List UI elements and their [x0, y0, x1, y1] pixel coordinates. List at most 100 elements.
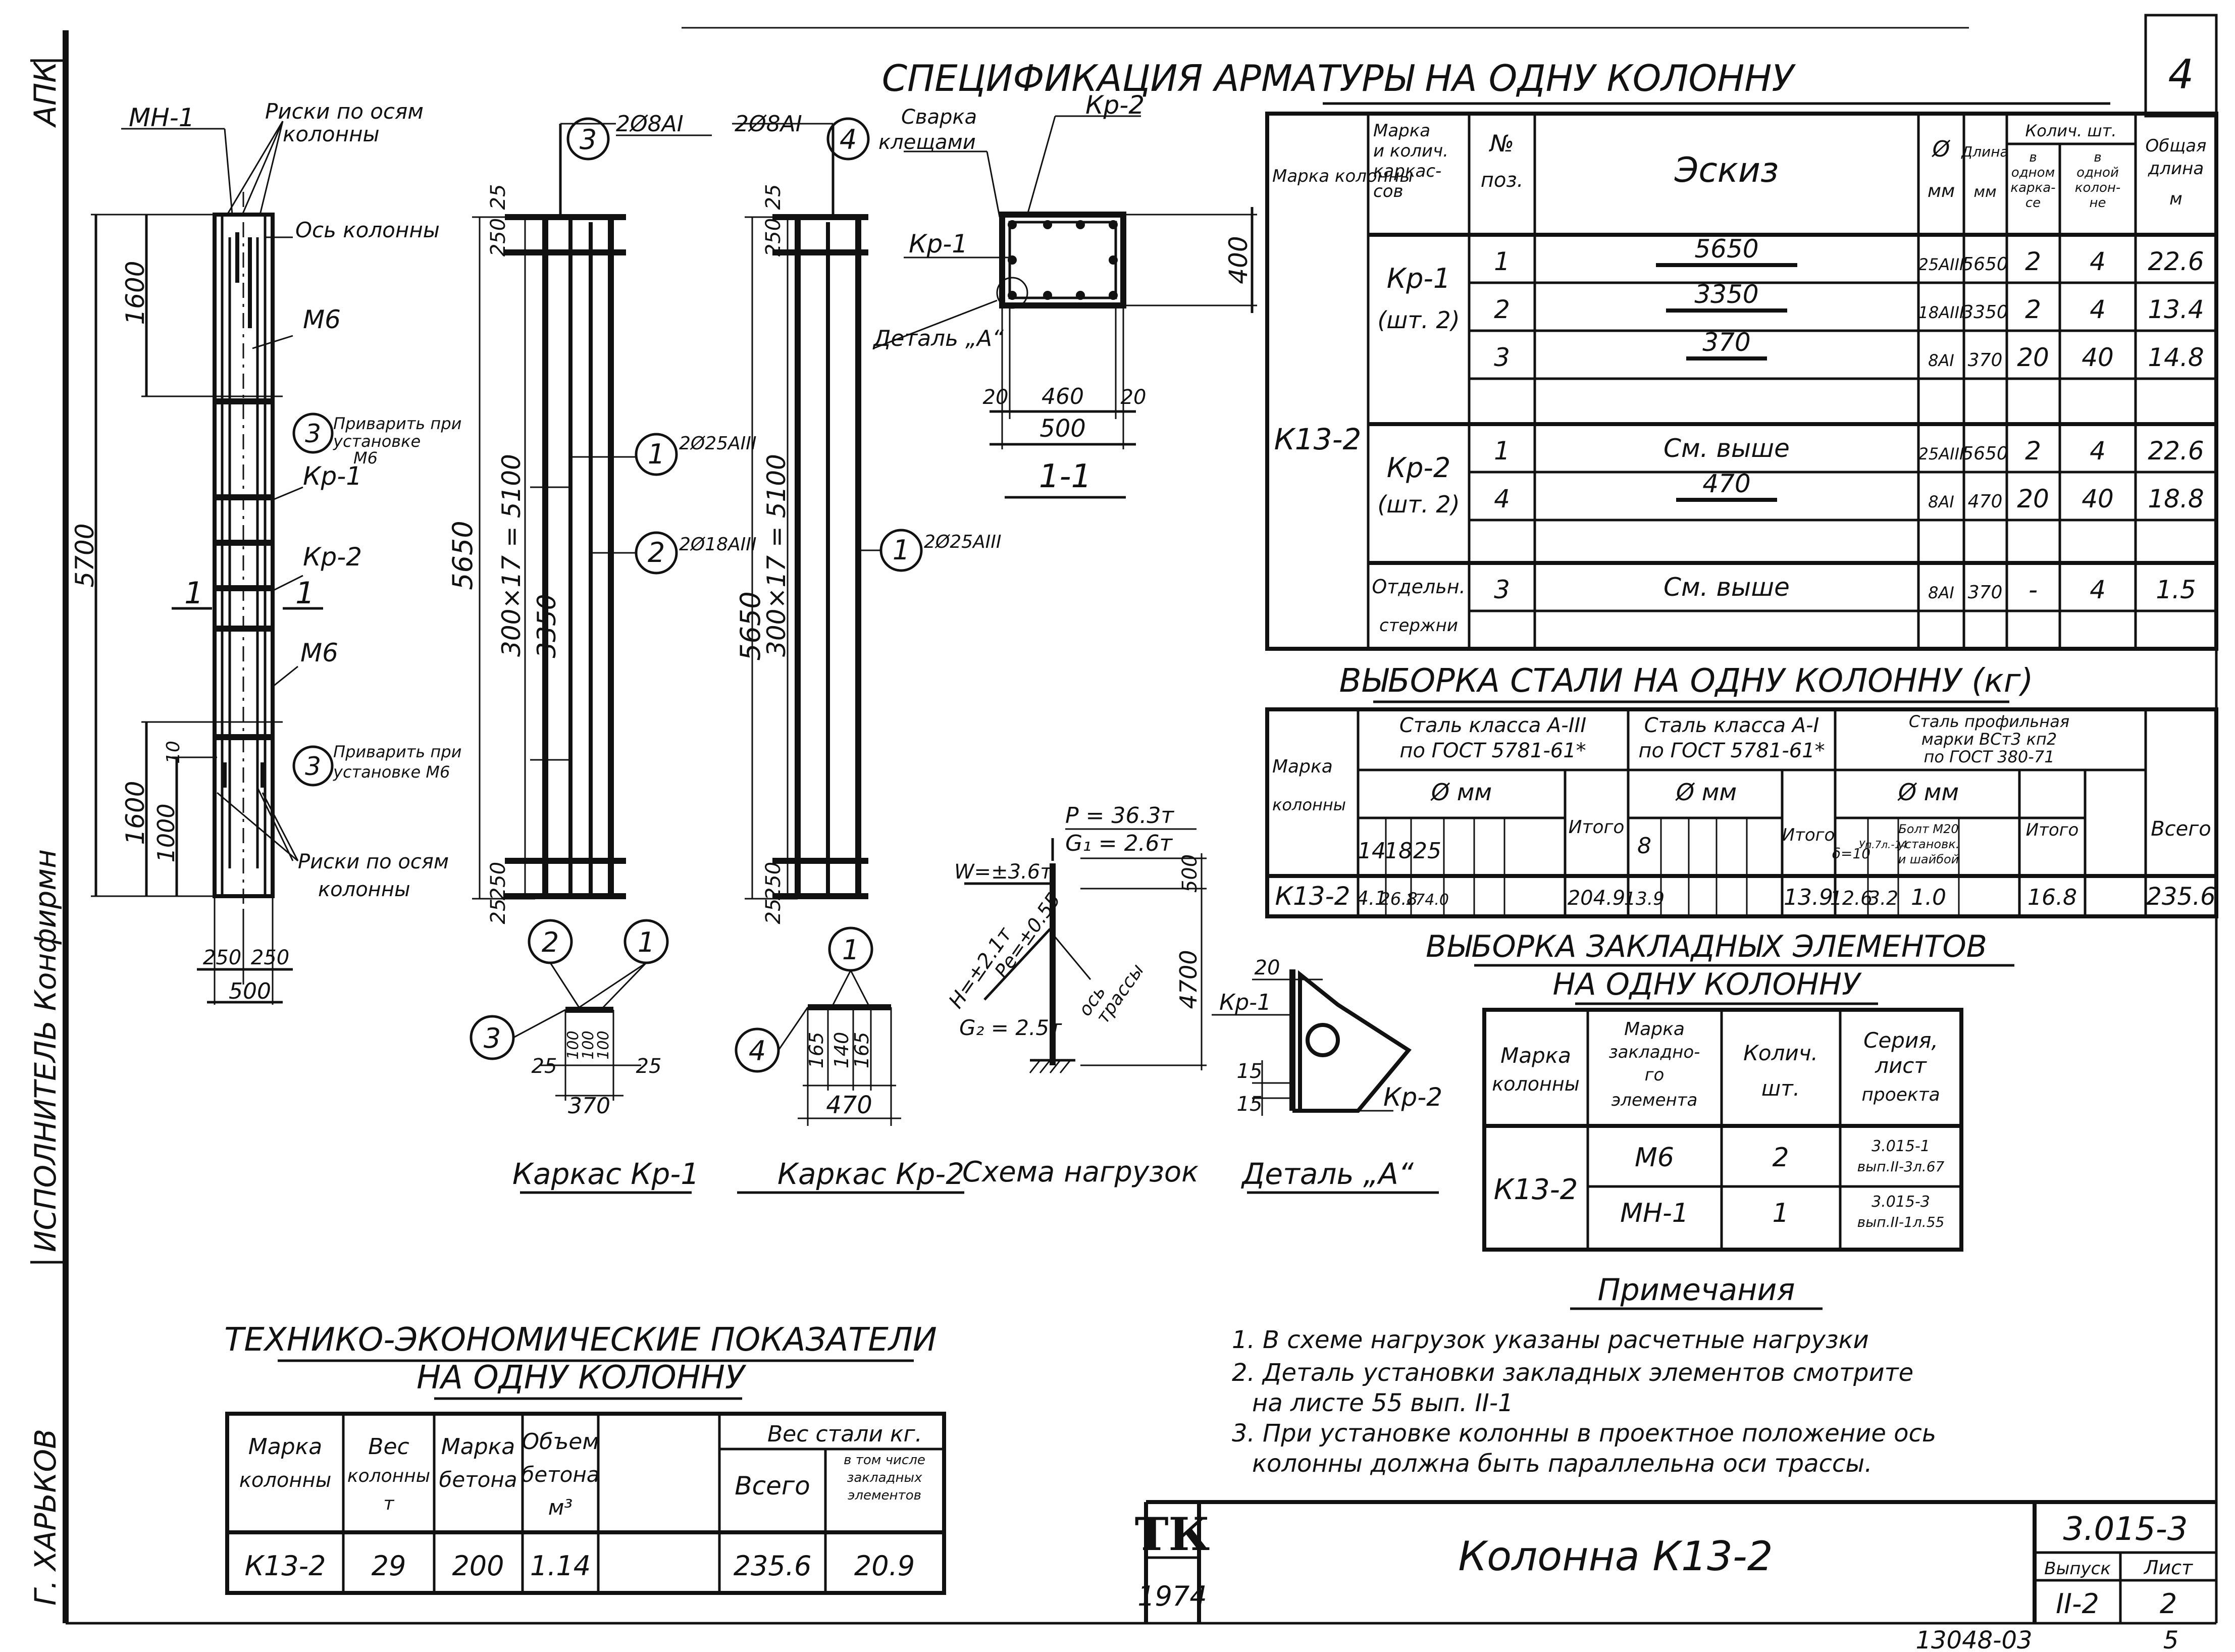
tep-header: Марка колонны Вес колонны т Марка бетона…	[239, 1421, 925, 1520]
svg-text:См. выше: См. выше	[1664, 573, 1790, 602]
svg-text:т: т	[384, 1493, 395, 1514]
svg-text:204.9: 204.9	[1568, 887, 1626, 910]
spec-groups: Кр-1 (шт. 2) Кр-2 (шт. 2) Отдельн. стерж…	[1372, 263, 1465, 636]
svg-text:460: 460	[1042, 384, 1084, 409]
svg-text:Итого: Итого	[2026, 820, 2079, 840]
svg-text:Ø мм: Ø мм	[1675, 779, 1737, 806]
svg-text:шт.: шт.	[1761, 1076, 1800, 1101]
svg-text:колонны: колонны	[347, 1466, 430, 1486]
svg-text:18: 18	[1384, 838, 1413, 864]
svg-text:на листе 55 вып. II-1: на листе 55 вып. II-1	[1252, 1389, 1514, 1417]
svg-text:25: 25	[762, 184, 785, 210]
svg-text:и колич.: и колич.	[1373, 141, 1448, 161]
svg-text:5700: 5700	[70, 523, 99, 587]
svg-text:100: 100	[580, 1030, 597, 1059]
svg-text:по ГОСТ 5781-61*: по ГОСТ 5781-61*	[1638, 739, 1825, 762]
svg-text:26.8: 26.8	[1379, 889, 1418, 909]
svg-text:2Ø25АIII: 2Ø25АIII	[924, 532, 1002, 552]
svg-text:174.0: 174.0	[1406, 891, 1449, 909]
frame-kr1-labels: 3 2Ø8АI 1 2Ø25АIII 2 2Ø18АIII 25 250 250…	[447, 111, 757, 1194]
svg-text:25: 25	[487, 899, 510, 924]
detail-a-caption: Деталь „А“	[1240, 1157, 1414, 1191]
section-1-1-labels: Кр-2 Сварка клещами Кр-1 Деталь „А“ 400 …	[872, 90, 1253, 499]
svg-text:12.6: 12.6	[1830, 887, 1873, 909]
embedded-title-1: ВЫБОРКА ЗАКЛАДНЫХ ЭЛЕМЕНТОВ	[1426, 929, 1987, 964]
svg-text:Ø: Ø	[1932, 136, 1951, 162]
svg-text:40: 40	[2082, 343, 2114, 372]
side-stamp-author: Г. ХАРЬКОВ	[28, 1429, 63, 1606]
svg-text:м: м	[2169, 189, 2182, 209]
svg-text:Кр-1: Кр-1	[1387, 263, 1450, 294]
svg-text:лист: лист	[1875, 1053, 1927, 1078]
svg-text:4: 4	[2090, 575, 2106, 604]
svg-text:22.6: 22.6	[2148, 436, 2204, 466]
svg-text:Сварка: Сварка	[901, 106, 977, 129]
detail-a	[1212, 969, 1412, 1116]
svg-text:Колич.: Колич.	[1743, 1041, 1818, 1065]
drawing-title: Колонна К13-2	[1458, 1533, 1773, 1580]
svg-text:Ø мм: Ø мм	[1430, 779, 1492, 806]
svg-text:29: 29	[372, 1550, 406, 1582]
svg-text:Кр-2: Кр-2	[1383, 1082, 1442, 1112]
series-code: 3.015-3	[2063, 1511, 2188, 1548]
svg-text:Марка: Марка	[1272, 756, 1333, 777]
svg-text:25: 25	[532, 1055, 557, 1078]
svg-text:400: 400	[1224, 236, 1253, 284]
load-caption: Схема нагрузок	[962, 1156, 1199, 1189]
svg-text:Всего: Всего	[2151, 817, 2211, 841]
detail-a-labels: 20 Кр-1 15 15 Кр-2 Деталь „А“	[1219, 956, 1442, 1194]
svg-text:2: 2	[648, 537, 665, 569]
svg-text:3. При установке колонны в про: 3. При установке колонны в проектное пол…	[1232, 1419, 1936, 1448]
mh1-label: МН-1	[129, 103, 195, 132]
svg-text:Ø мм: Ø мм	[1897, 779, 1959, 806]
svg-text:20: 20	[1255, 956, 1280, 979]
svg-text:одной: одной	[2076, 165, 2119, 180]
svg-text:по ГОСТ 380-71: по ГОСТ 380-71	[1924, 747, 2054, 766]
svg-text:стержни: стержни	[1379, 615, 1458, 636]
svg-text:колонны: колонны	[318, 878, 410, 901]
spec-column-mark: К13-2	[1274, 422, 1362, 456]
svg-text:Кр-1: Кр-1	[303, 461, 362, 491]
svg-text:200: 200	[452, 1550, 504, 1582]
svg-text:4.1: 4.1	[1357, 887, 1387, 909]
svg-text:5650: 5650	[735, 591, 766, 660]
svg-text:250: 250	[487, 862, 510, 900]
svg-text:235.6: 235.6	[734, 1550, 812, 1582]
svg-text:1: 1	[184, 576, 203, 611]
svg-text:колонны должна быть параллельн: колонны должна быть параллельна оси трас…	[1252, 1450, 1872, 1478]
svg-text:одном: одном	[2011, 165, 2055, 180]
svg-text:К13-2: К13-2	[1494, 1173, 1578, 1206]
svg-text:3350: 3350	[532, 594, 561, 658]
svg-text:2: 2	[2160, 1588, 2177, 1620]
spec-table	[1265, 112, 2218, 651]
svg-text:3: 3	[305, 752, 321, 781]
svg-text:клещами: клещами	[878, 131, 976, 154]
table-row: 1	[1494, 247, 1510, 276]
kr1-caption: Каркас Кр-1	[512, 1157, 699, 1191]
svg-text:5650: 5650	[1962, 254, 2008, 275]
spec-header: Марка колонны Марка и колич. каркас- сов…	[1272, 121, 2207, 211]
svg-text:18АIII: 18АIII	[1918, 303, 1964, 322]
svg-text:се: се	[2025, 195, 2041, 211]
svg-text:4: 4	[749, 1035, 766, 1067]
svg-text:1.5: 1.5	[2156, 575, 2196, 604]
svg-text:закладно-: закладно-	[1609, 1042, 1700, 1062]
svg-text:колонны: колонны	[1492, 1073, 1579, 1095]
sheet-number: 4	[2168, 51, 2194, 98]
svg-text:470: 470	[1968, 491, 2003, 512]
svg-text:в: в	[2094, 150, 2101, 165]
svg-text:5650: 5650	[447, 521, 479, 590]
svg-text:250: 250	[487, 218, 510, 256]
inventory-number: 13048-03	[1915, 1626, 2032, 1652]
side-stamp-roles: ИСПОЛНИТЕЛЬ Конфирмн	[28, 849, 63, 1252]
svg-text:40: 40	[2082, 484, 2114, 513]
svg-text:1.0: 1.0	[1911, 885, 1946, 910]
svg-text:4700: 4700	[1175, 950, 1202, 1009]
section-1-1	[873, 115, 1257, 449]
svg-text:Сталь класса А-I: Сталь класса А-I	[1644, 714, 1820, 737]
svg-text:мм: мм	[1928, 181, 1955, 201]
svg-text:установке: установке	[333, 432, 421, 451]
svg-text:сов: сов	[1373, 181, 1404, 201]
svg-text:колонны: колонны	[1272, 795, 1346, 814]
